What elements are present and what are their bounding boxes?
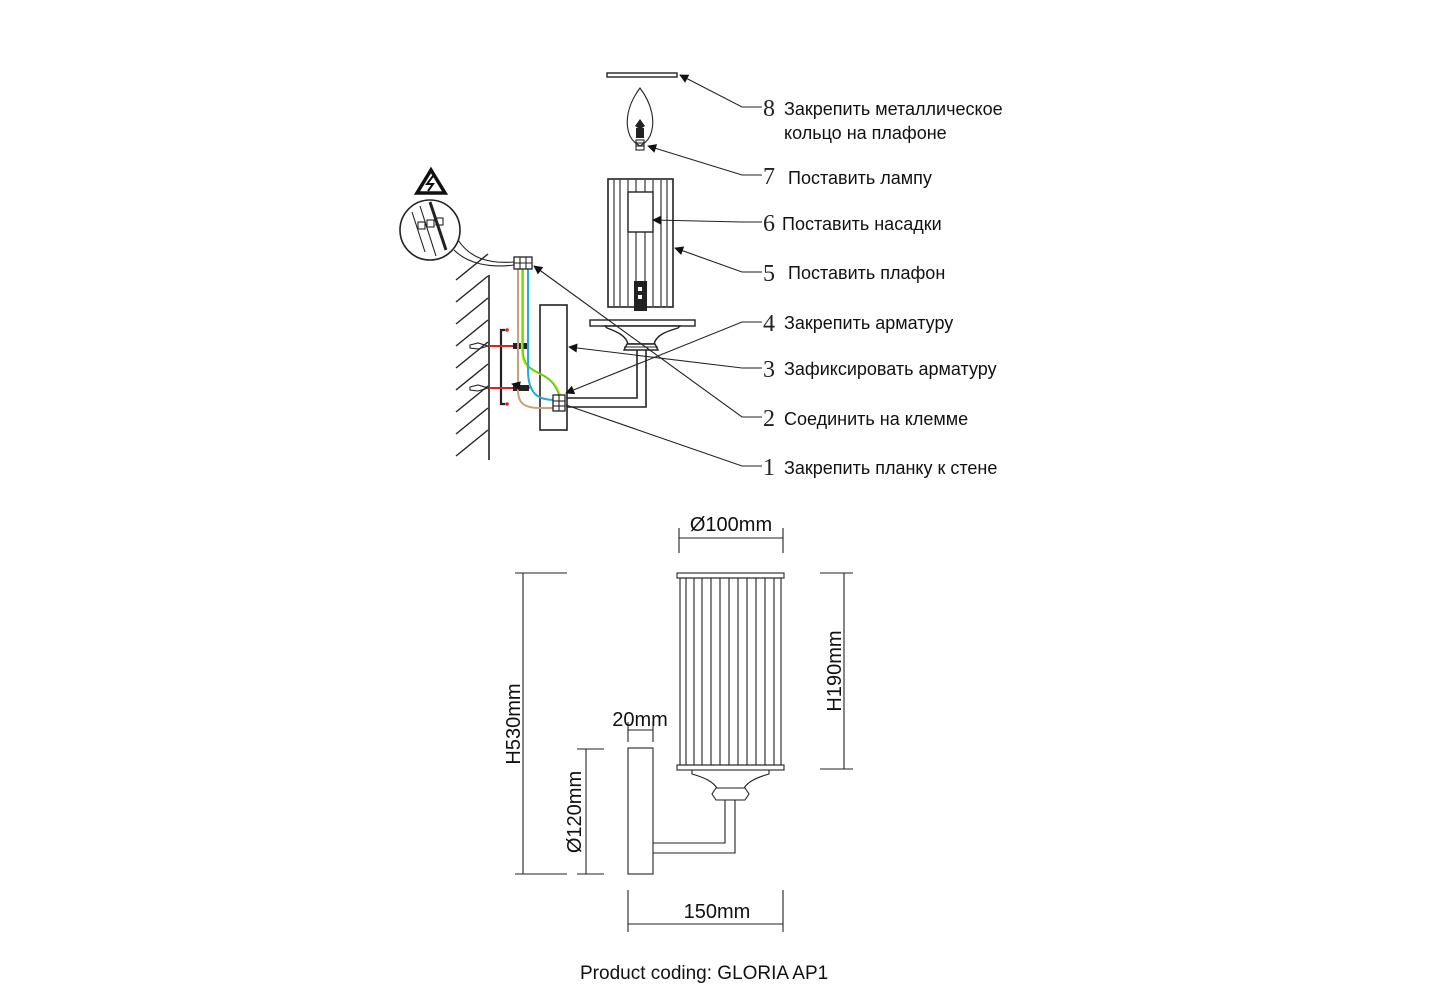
wall-hatch <box>455 275 489 303</box>
wall-hatch <box>455 363 489 391</box>
leader-lines <box>511 74 762 467</box>
wall-hatch <box>455 385 489 413</box>
step-number: 8 <box>763 96 775 122</box>
wall-hatch <box>455 297 489 325</box>
shade-flutes <box>685 578 775 765</box>
step-2: 2 Соединить на клемме <box>763 406 968 432</box>
step-text: Соединить на клемме <box>784 409 968 429</box>
terminal-block-bottom <box>552 394 566 412</box>
wall <box>455 253 490 460</box>
step-3: 3 Зафиксировать арматуру <box>763 357 997 383</box>
step-text: Закрепить планку к стене <box>784 458 997 478</box>
step-1: 1 Закрепить планку к стене <box>763 455 997 481</box>
electrical-hazard-warning-icon <box>413 166 449 195</box>
dim-backplate-depth: 20mm <box>612 709 668 731</box>
nozzle-sleeve <box>627 191 654 233</box>
step-text: Зафиксировать арматуру <box>784 359 997 379</box>
step-number: 1 <box>763 455 775 481</box>
step-8: 8 Закрепить металлическое кольцо на плаф… <box>763 96 1003 143</box>
step-text: Поставить плафон <box>788 263 945 283</box>
step-number: 7 <box>763 164 775 190</box>
dim-shade-height: H190mm <box>824 630 846 711</box>
shade <box>607 178 674 311</box>
exploded-view: 8 Закрепить металлическое кольцо на плаф… <box>399 72 1003 481</box>
step-6: 6 Поставить насадки <box>763 211 942 237</box>
step-number: 3 <box>763 357 775 383</box>
dim-total-height: H530mm <box>503 683 525 764</box>
step-number: 5 <box>763 261 775 287</box>
bulb-icon <box>626 87 654 151</box>
wall-hatch <box>455 429 489 457</box>
dim-backplate-diameter: Ø120mm <box>564 771 586 853</box>
terminal-block-detail-magnifier <box>399 199 515 267</box>
step-number: 2 <box>763 406 775 432</box>
step-labels: 8 Закрепить металлическое кольцо на плаф… <box>763 96 1003 481</box>
wall-hatch <box>455 407 489 435</box>
metal-ring <box>606 72 678 78</box>
step-5: 5 Поставить плафон <box>763 261 945 287</box>
step-number: 6 <box>763 211 775 237</box>
wall-hatch <box>455 341 489 369</box>
step-number: 4 <box>763 311 775 337</box>
product-coding-caption: Product coding: GLORIA AP1 <box>580 963 828 984</box>
terminal-block-top <box>513 256 533 270</box>
dim-shade-diameter: Ø100mm <box>690 514 772 536</box>
step-4: 4 Закрепить арматуру <box>763 311 953 337</box>
step-text-line2: кольцо на плафоне <box>784 123 947 143</box>
step-7: 7 Поставить лампу <box>763 164 932 190</box>
bobeche <box>589 319 696 351</box>
dimension-drawing: Ø100mm H190mm H530mm Ø120mm 20mm 150mm <box>503 514 853 932</box>
step-text: Поставить лампу <box>788 168 932 188</box>
wall-hatch <box>455 319 489 347</box>
step-text: Закрепить арматуру <box>784 313 953 333</box>
step-text: Закрепить металлическое <box>784 99 1003 119</box>
dim-projection: 150mm <box>684 901 751 923</box>
wall-hatch <box>455 253 489 281</box>
lamp-arm <box>565 350 647 408</box>
step-text: Поставить насадки <box>782 214 942 234</box>
